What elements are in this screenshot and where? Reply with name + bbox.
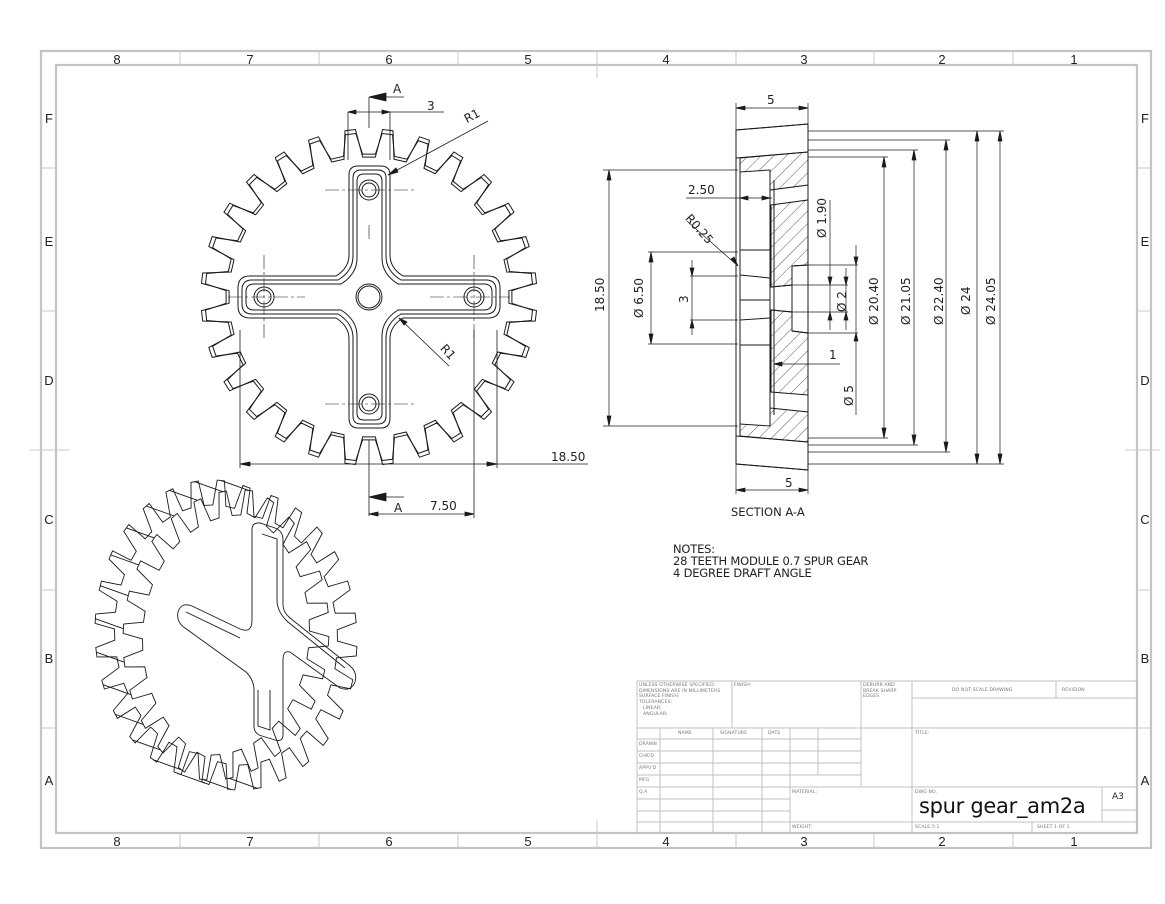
zone-col-1-bottom: 1 (1070, 834, 1078, 849)
tb-material-label: MATERIAL: (792, 790, 818, 795)
dim-width-bottom: 5 (785, 476, 793, 490)
tb-row-mfg: MFG (639, 778, 650, 783)
title-block (636, 680, 1138, 834)
dim-height: 18.50 (593, 277, 607, 312)
zone-row-b-right: B (1140, 651, 1150, 666)
tb-weight-label: WEIGHT: (792, 825, 813, 830)
tb-col-name: NAME (678, 731, 692, 736)
zone-row-e-right: E (1140, 234, 1150, 249)
zone-col-4: 4 (662, 52, 670, 67)
front-view (200, 128, 538, 466)
zone-row-d-right: D (1140, 373, 1150, 388)
tb-dimensions-units: DIMENSIONS ARE IN MILLIMETERS (639, 688, 721, 694)
cross-arms-outer (237, 165, 501, 429)
tb-row-chkd: CHK'D (639, 754, 654, 759)
zone-row-c: C (44, 512, 54, 527)
notes-heading: NOTES: (673, 542, 715, 556)
cross-arms-inner (241, 169, 497, 425)
section-view-title: SECTION A-A (731, 505, 805, 519)
zone-col-6: 6 (385, 52, 393, 67)
zone-col-3: 3 (800, 52, 808, 67)
zone-col-8: 8 (113, 52, 121, 67)
dim-step: 1 (829, 348, 837, 362)
dim-pitch-dia: Ø 24 (959, 286, 973, 315)
zone-dividers (30, 51, 1160, 848)
tb-spec-block: UNLESS OTHERWISE SPECIFIED: DIMENSIONS A… (639, 683, 720, 717)
dim-hub-dia: Ø 6.50 (632, 278, 646, 318)
zone-row-c-right: C (1140, 512, 1150, 527)
zone-col-7: 7 (246, 52, 254, 67)
dim-tooth-width: 3 (427, 99, 435, 113)
dim-overall-width: 18.50 (551, 450, 586, 464)
section-dimensions (603, 103, 1004, 494)
tb-surface-finish: SURFACE FINISH: (639, 694, 680, 700)
tb-col-date: DATE (768, 731, 781, 736)
tb-deburr: DEBURR AND BREAK SHARP EDGES (863, 683, 896, 700)
zone-col-7-bottom: 7 (246, 834, 254, 849)
tb-deburr-1: DEBURR AND (863, 683, 895, 688)
zone-col-6-bottom: 6 (385, 834, 393, 849)
tb-sheet-size: A3 (1112, 792, 1124, 802)
zone-row-f-right: F (1141, 111, 1149, 126)
tb-row-drawn: DRAWN (639, 742, 657, 747)
center-bore (355, 283, 383, 311)
dim-pin-dia: Ø 1.90 (815, 198, 829, 238)
tb-row-appvd: APPV'D (639, 766, 657, 771)
section-marker-bottom: A (394, 501, 403, 515)
zone-col-5: 5 (524, 52, 532, 67)
zone-row-e: E (44, 234, 54, 249)
dim-bore-dia: Ø 2 (835, 291, 849, 312)
tb-unless-specified: UNLESS OTHERWISE SPECIFIED: (639, 683, 716, 688)
front-view-dimensions (239, 92, 588, 518)
tb-title-label: TITLE: (915, 731, 930, 736)
dim-counterbore: Ø 5 (842, 385, 856, 406)
zone-col-3-bottom: 3 (800, 834, 808, 849)
tb-tolerances: TOLERANCES: (639, 700, 673, 706)
dim-recess-depth: 2.50 (688, 183, 715, 197)
dim-d2: Ø 21.05 (899, 277, 913, 325)
iso-hub-arm-vertical (177, 522, 357, 741)
gear-teeth-outline (200, 128, 538, 466)
tb-finish: FINISH: (734, 683, 752, 688)
tb-revision-label: REVISION (1062, 688, 1085, 693)
dim-hole-offset: 7.50 (430, 499, 457, 513)
tb-col-signature: SIGNATURE (720, 731, 748, 736)
zone-row-f: F (45, 111, 53, 126)
dim-hub-len: 3 (677, 295, 691, 303)
zone-col-2: 2 (938, 52, 946, 67)
tb-sheet-number: SHEET 1 OF 1 (1037, 825, 1070, 830)
section-marker-top: A (393, 82, 402, 96)
zone-col-4-bottom: 4 (662, 834, 670, 849)
cross-arms-inner2 (245, 173, 493, 421)
zone-col-2-bottom: 2 (938, 834, 946, 849)
notes-line-1: 28 TEETH MODULE 0.7 SPUR GEAR (673, 554, 869, 568)
zone-col-1: 1 (1070, 52, 1078, 67)
tb-drawing-number: spur gear_am2a (919, 794, 1086, 818)
section-view (735, 123, 809, 471)
zone-row-b: B (44, 651, 54, 666)
tb-angular: ANGULAR: (643, 711, 668, 717)
zone-col-8-bottom: 8 (113, 834, 121, 849)
tb-scale: SCALE:5:1 (915, 825, 940, 830)
dim-d3: Ø 22.40 (932, 277, 946, 325)
zone-col-5-bottom: 5 (524, 834, 532, 849)
tb-dwg-no-label: DWG NO. (915, 790, 938, 795)
zone-row-d: D (44, 373, 54, 388)
notes-block: NOTES: 28 TEETH MODULE 0.7 SPUR GEAR 4 D… (673, 543, 868, 579)
tb-row-qa: Q.A (639, 790, 648, 795)
tb-deburr-2: BREAK SHARP (863, 688, 897, 694)
dim-width-top: 5 (767, 93, 775, 107)
zone-row-a-right: A (1140, 773, 1150, 788)
dim-root-dia: Ø 20.40 (867, 277, 881, 325)
notes-line-2: 4 DEGREE DRAFT ANGLE (673, 566, 812, 580)
tb-deburr-3: EDGES (863, 694, 880, 700)
isometric-view (94, 479, 358, 791)
zone-row-a: A (44, 773, 54, 788)
tb-do-not-scale: DO NOT SCALE DRAWING (952, 688, 1013, 693)
dim-tip-dia: Ø 24.05 (984, 277, 998, 325)
tb-linear: LINEAR: (643, 705, 662, 711)
